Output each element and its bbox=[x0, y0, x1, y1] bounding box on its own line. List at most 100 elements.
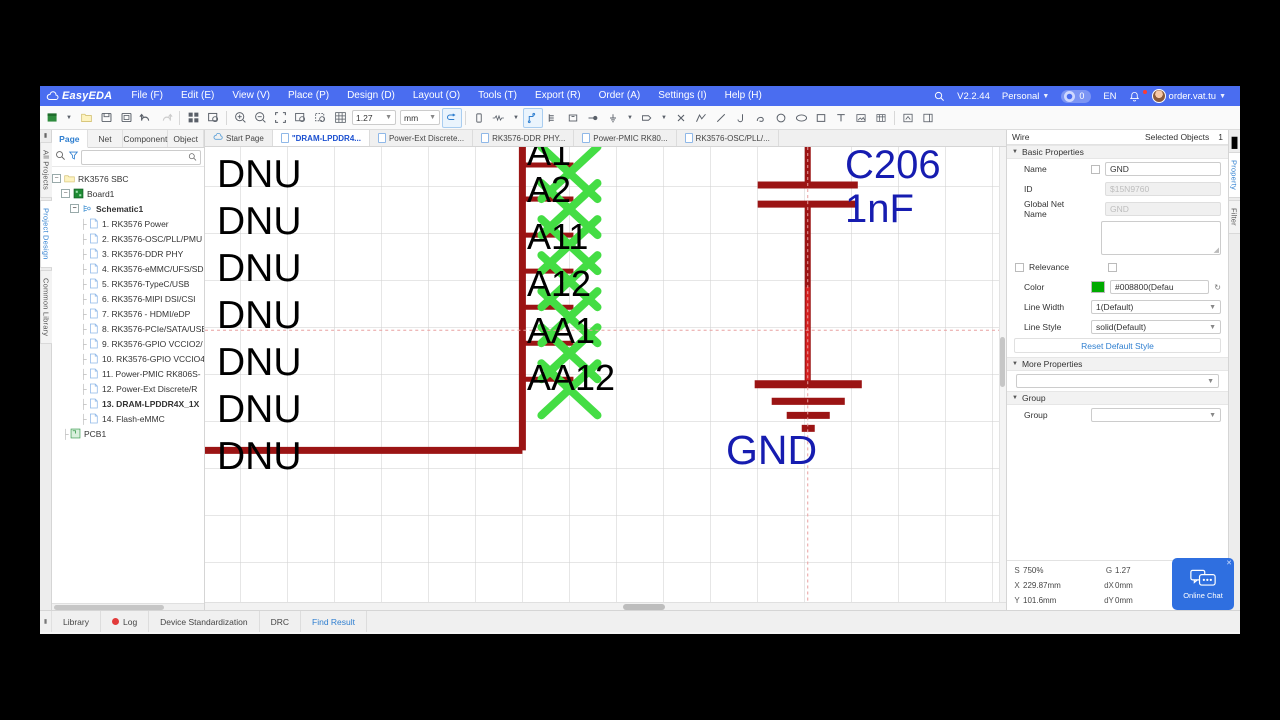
tree-item[interactable]: ├2. RK3576-OSC/PLL/PMU bbox=[52, 231, 204, 246]
line-icon[interactable] bbox=[711, 108, 731, 128]
tree-item[interactable]: ├7. RK3576 - HDMI/eDP bbox=[52, 306, 204, 321]
panel-toggle-icon[interactable] bbox=[918, 108, 938, 128]
grid-view-icon[interactable] bbox=[183, 108, 203, 128]
undo-icon[interactable] bbox=[136, 108, 156, 128]
search-submit-icon[interactable] bbox=[188, 152, 197, 162]
tree-item[interactable]: ├14. Flash-eMMC bbox=[52, 411, 204, 426]
menu-export[interactable]: Export (R) bbox=[535, 90, 581, 101]
menu-help[interactable]: Help (H) bbox=[724, 90, 762, 101]
notes-textarea[interactable]: ◢ bbox=[1101, 221, 1221, 255]
tree-item[interactable]: −RK3576 SBC bbox=[52, 171, 204, 186]
bottom-tab[interactable]: Log bbox=[101, 611, 150, 632]
group-select[interactable]: ▼ bbox=[1091, 408, 1221, 422]
pin-icon[interactable]: ▮ bbox=[1230, 134, 1239, 151]
close-icon[interactable]: ✕ bbox=[1226, 560, 1232, 567]
menu-place[interactable]: Place (P) bbox=[287, 90, 330, 101]
bottom-tab[interactable]: Device Standardization bbox=[149, 611, 260, 632]
curve-icon[interactable] bbox=[751, 108, 771, 128]
tree-item[interactable]: ├1. RK3576 Power bbox=[52, 216, 204, 231]
save-all-icon[interactable] bbox=[116, 108, 136, 128]
tab-object[interactable]: Object bbox=[168, 130, 205, 147]
save-icon[interactable] bbox=[96, 108, 116, 128]
tab-component[interactable]: Component bbox=[123, 130, 169, 147]
schematic-canvas[interactable]: DNU DNU DNU DNU DNU DNU DNU A1 A2 A11 A1… bbox=[205, 147, 1006, 602]
scroll-thumb[interactable] bbox=[623, 604, 665, 610]
port-icon[interactable] bbox=[637, 108, 657, 128]
text-icon[interactable] bbox=[831, 108, 851, 128]
menu-layout[interactable]: Layout (O) bbox=[412, 90, 461, 101]
line-style-select[interactable]: solid(Default) ▼ bbox=[1091, 320, 1221, 334]
tree-expander-icon[interactable]: − bbox=[61, 189, 70, 198]
name-checkbox[interactable] bbox=[1091, 164, 1100, 174]
menu-view[interactable]: View (V) bbox=[232, 90, 270, 101]
online-chat-button[interactable]: ✕ Online Chat bbox=[1172, 558, 1234, 610]
reset-default-style-button[interactable]: Reset Default Style bbox=[1014, 338, 1221, 353]
menu-settings[interactable]: Settings (I) bbox=[658, 90, 707, 101]
crossprobe-icon[interactable] bbox=[898, 108, 918, 128]
document-tab[interactable]: RK3576-OSC/PLL/... bbox=[676, 130, 779, 146]
zoom-selection-icon[interactable] bbox=[290, 108, 310, 128]
arc-icon[interactable] bbox=[731, 108, 751, 128]
bottom-pin-icon[interactable]: ▮ bbox=[40, 611, 52, 632]
reset-color-icon[interactable]: ↻ bbox=[1214, 282, 1221, 292]
tree-item[interactable]: −Board1 bbox=[52, 186, 204, 201]
tree-item[interactable]: ├11. Power-PMIC RK806S- bbox=[52, 366, 204, 381]
tree-expander-icon[interactable]: − bbox=[52, 174, 61, 183]
scroll-thumb[interactable] bbox=[54, 605, 164, 610]
tree-item[interactable]: ├PCB1 bbox=[52, 426, 204, 441]
open-folder-icon[interactable] bbox=[76, 108, 96, 128]
tree-item[interactable]: ├3. RK3576-DDR PHY bbox=[52, 246, 204, 261]
table-icon[interactable] bbox=[871, 108, 891, 128]
tree-item[interactable]: ├5. RK3576-TypeC/USB bbox=[52, 276, 204, 291]
bottom-tab[interactable]: DRC bbox=[260, 611, 302, 632]
search-icon[interactable] bbox=[928, 91, 951, 102]
pin-icon[interactable]: ▮ bbox=[43, 133, 48, 139]
tree-item[interactable]: −Schematic1 bbox=[52, 201, 204, 216]
color-swatch[interactable] bbox=[1091, 281, 1105, 293]
language-selector[interactable]: EN bbox=[1103, 90, 1117, 102]
component-icon[interactable] bbox=[469, 108, 489, 128]
tab-net[interactable]: Net bbox=[87, 130, 124, 147]
zoom-out-icon[interactable] bbox=[250, 108, 270, 128]
wire-draw-icon[interactable] bbox=[523, 107, 543, 128]
filter-icon[interactable] bbox=[68, 148, 79, 166]
notification-bell-icon[interactable] bbox=[1123, 89, 1147, 102]
document-tab[interactable]: "DRAM-LPDDR4... bbox=[272, 130, 370, 146]
tree-item[interactable]: ├4. RK3576-eMMC/UFS/SD bbox=[52, 261, 204, 276]
new-document-dropdown-icon[interactable]: ▼ bbox=[66, 114, 72, 121]
wire-tool-icon[interactable] bbox=[489, 108, 509, 128]
tree-item[interactable]: ├9. RK3576-GPIO VCCIO2/ bbox=[52, 336, 204, 351]
canvas-vscrollbar[interactable] bbox=[999, 147, 1006, 602]
menu-order[interactable]: Order (A) bbox=[598, 90, 641, 101]
port-dropdown-icon[interactable]: ▼ bbox=[661, 114, 667, 121]
image-icon[interactable] bbox=[851, 108, 871, 128]
bottom-tab[interactable]: Library bbox=[52, 611, 101, 632]
new-document-icon[interactable] bbox=[42, 108, 62, 128]
document-tab[interactable]: Power-PMIC RK80... bbox=[574, 130, 677, 146]
rectangle-icon[interactable] bbox=[811, 108, 831, 128]
user-menu[interactable]: order.vat.tu ▼ bbox=[1146, 89, 1232, 103]
unit-select[interactable]: mm ▼ bbox=[400, 110, 440, 125]
relevance-checkbox-2[interactable] bbox=[1108, 262, 1118, 272]
tree-item[interactable]: ├13. DRAM-LPDDR4X_1X bbox=[52, 396, 204, 411]
circle-icon[interactable] bbox=[771, 108, 791, 128]
zoom-fit-icon[interactable] bbox=[270, 108, 290, 128]
rail-tab-all-projects[interactable]: All Projects bbox=[40, 142, 52, 198]
color-input[interactable]: #008800(Defau bbox=[1110, 280, 1210, 294]
canvas-hscrollbar[interactable] bbox=[205, 602, 1006, 610]
panel-hscrollbar[interactable] bbox=[52, 603, 204, 610]
scroll-thumb[interactable] bbox=[1000, 337, 1005, 387]
rail-tab-property[interactable]: Property bbox=[1228, 152, 1240, 198]
tree-item[interactable]: ├10. RK3576-GPIO VCCIO4 bbox=[52, 351, 204, 366]
section-more-properties[interactable]: ▼ More Properties bbox=[1007, 357, 1228, 371]
tree-expander-icon[interactable]: − bbox=[70, 204, 79, 213]
tab-page[interactable]: Page bbox=[52, 130, 88, 148]
menu-design[interactable]: Design (D) bbox=[347, 90, 395, 101]
document-tab[interactable]: Start Page bbox=[205, 130, 273, 146]
search-input[interactable] bbox=[85, 152, 188, 162]
tree-item[interactable]: ├6. RK3576-MIPI DSI/CSI bbox=[52, 291, 204, 306]
netlabel-icon[interactable] bbox=[563, 108, 583, 128]
coin-balance[interactable]: 0 bbox=[1055, 89, 1097, 103]
menu-tools[interactable]: Tools (T) bbox=[478, 90, 518, 101]
netport-icon[interactable] bbox=[583, 108, 603, 128]
